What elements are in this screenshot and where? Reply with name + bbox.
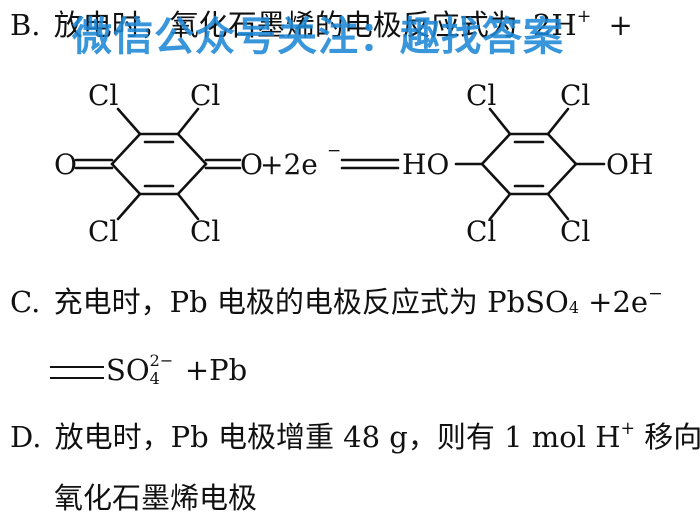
option-d-sup: +: [620, 419, 636, 439]
option-b-plus: +: [608, 8, 633, 43]
oxygen-right-label: O: [240, 148, 263, 181]
option-c-text: 充电时，Pb 电极的电极反应式为 PbSO: [53, 285, 569, 320]
oxygen-left-label: O: [54, 148, 77, 181]
cl-label: Cl: [88, 79, 118, 112]
sulfate-symbol: SO: [106, 353, 150, 387]
option-d-line2: 氧化石墨烯电极: [54, 481, 258, 515]
option-b-text: 放电时，氧化石墨烯的电极反应式为: [53, 8, 518, 43]
option-d-text: 放电时，Pb 电极增重 48 g，则有 1 mol H: [54, 420, 621, 455]
cl-label: Cl: [466, 79, 496, 112]
cl-label: Cl: [560, 215, 590, 248]
option-b-tail: 2H: [532, 8, 577, 43]
option-c-line: C. 充电时，Pb 电极的电极反应式为 PbSO4 +2e−: [10, 284, 663, 320]
option-d-line: D. 放电时，Pb 电极增重 48 g，则有 1 mol H+ 移向: [10, 419, 700, 455]
option-c-sub: 4: [568, 297, 579, 317]
option-c-letter: C.: [10, 285, 41, 320]
electron-charge-sup: −: [327, 141, 341, 161]
watermark-overlay: 微信公众号关注：趣找答案: [72, 14, 564, 60]
ho-label: HO: [402, 148, 449, 181]
equilibrium-sign: [50, 365, 104, 379]
option-c-tail: +2e: [578, 285, 649, 320]
option-c-tail-sup: −: [648, 284, 663, 304]
cl-label: Cl: [190, 215, 220, 248]
reaction-diagram: Cl Cl Cl Cl O O +2e − HO OH Cl Cl Cl Cl: [54, 79, 653, 248]
option-c-line2-tail: +Pb: [175, 353, 248, 387]
sulfate-sub: 4: [149, 369, 160, 388]
cl-label: Cl: [466, 215, 496, 248]
option-d-letter: D.: [10, 420, 42, 455]
cl-label: Cl: [88, 215, 118, 248]
plus-electron-label: +2e: [260, 148, 318, 181]
option-d-tail: 移向: [635, 420, 700, 455]
cl-label: Cl: [190, 79, 220, 112]
sulfate-charge: 2−: [149, 351, 174, 370]
cl-label: Cl: [560, 79, 590, 112]
option-b-line: B. 放电时，氧化石墨烯的电极反应式为 2H+ +: [10, 7, 633, 43]
oh-label: OH: [606, 148, 653, 181]
option-b-letter: B.: [10, 8, 41, 43]
option-b-tail-sup: +: [576, 7, 592, 27]
